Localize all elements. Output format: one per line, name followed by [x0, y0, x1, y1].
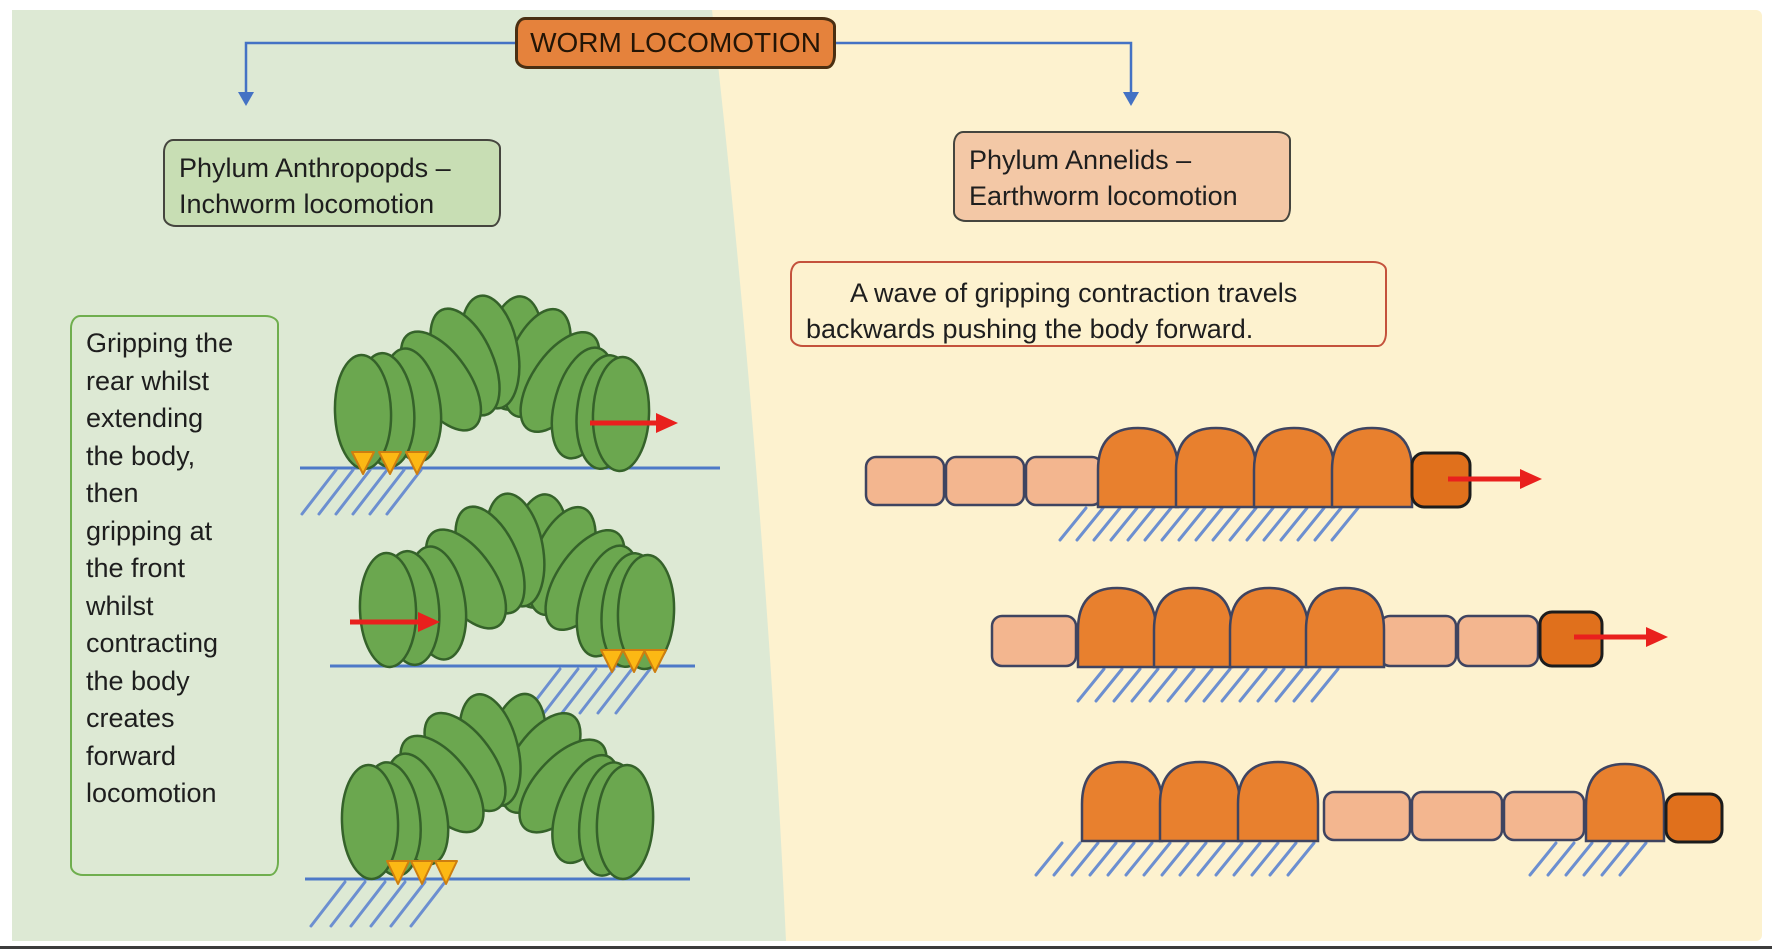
- inchworm-branch-label: Phylum Anthropopds – Inchworm locomotion: [163, 139, 501, 227]
- note-line: contracting: [86, 628, 219, 658]
- note-line: forward: [86, 740, 177, 771]
- grip-marker-icons: [386, 860, 458, 885]
- label-line: Inchworm locomotion: [179, 189, 435, 219]
- diagram-title-text: WORM LOCOMOTION: [530, 27, 821, 58]
- grip-hatch-marks: [309, 880, 447, 928]
- note-line: creates: [86, 703, 175, 733]
- earthworm-branch-label: Phylum Annelids – Earthworm locomotion: [953, 131, 1291, 222]
- grip-hatch-marks: [300, 468, 423, 516]
- inchworm-stage-3: [305, 692, 690, 928]
- note-line: gripping at: [86, 515, 213, 546]
- forward-arrow-icon: [1448, 469, 1542, 489]
- note-line: backwards pushing the body forward.: [806, 314, 1254, 344]
- connector-right: [836, 41, 1139, 106]
- down-arrow-icon: [1123, 92, 1139, 106]
- inchworm-body: [358, 492, 676, 671]
- inchworm-body: [333, 294, 651, 473]
- note-line: then: [86, 478, 139, 508]
- down-arrow-icon: [238, 92, 254, 106]
- label-line: Phylum Annelids –: [969, 145, 1192, 175]
- note-line: the body: [86, 665, 190, 696]
- note-line: A wave of gripping contraction travels: [850, 278, 1298, 308]
- stretched-segments: [990, 614, 1540, 668]
- note-line: locomotion: [86, 778, 217, 808]
- inchworm-body: [340, 692, 655, 881]
- grip-hatch-marks: [1034, 841, 1648, 877]
- contracted-segments: [1096, 426, 1414, 509]
- grip-hatch-marks: [524, 667, 652, 715]
- inchworm-stage-2: [330, 492, 695, 715]
- note-line: the body,: [86, 440, 196, 471]
- note-line: whilst: [86, 590, 154, 621]
- label-line: Earthworm locomotion: [969, 181, 1238, 211]
- stretched-segments: [864, 455, 1104, 507]
- connector-left: [238, 41, 515, 106]
- earthworm-stage-1: [864, 426, 1542, 542]
- slide-bottom-edge: [0, 946, 1772, 949]
- grip-hatch-marks: [1076, 667, 1340, 703]
- note-line: extending: [86, 403, 204, 433]
- earthworm-description-box: A wave of gripping contraction travels b…: [790, 261, 1387, 347]
- forward-arrow-icon: [1574, 627, 1668, 647]
- forward-arrow-icon: [350, 612, 440, 632]
- earthworm-stage-2: [990, 586, 1668, 703]
- label-line: Phylum Anthropopds –: [179, 153, 451, 183]
- contracted-segments: [1080, 760, 1666, 843]
- grip-hatch-marks: [1058, 506, 1360, 542]
- contracted-segments: [1076, 586, 1386, 669]
- grip-marker-icons: [351, 451, 429, 475]
- note-line: rear whilst: [86, 365, 210, 396]
- inchworm-description-box: Gripping the rear whilst extending the b…: [70, 315, 279, 876]
- note-line: Gripping the: [86, 328, 234, 358]
- inchworm-stage-1: [300, 294, 720, 516]
- stretched-segments: [1322, 790, 1586, 842]
- grip-marker-icons: [600, 649, 667, 673]
- note-line: the front: [86, 553, 186, 583]
- forward-arrow-icon: [590, 413, 678, 433]
- diagram-title: WORM LOCOMOTION: [515, 17, 836, 69]
- head-segment: [1664, 792, 1724, 844]
- earthworm-stage-3: [1034, 760, 1724, 877]
